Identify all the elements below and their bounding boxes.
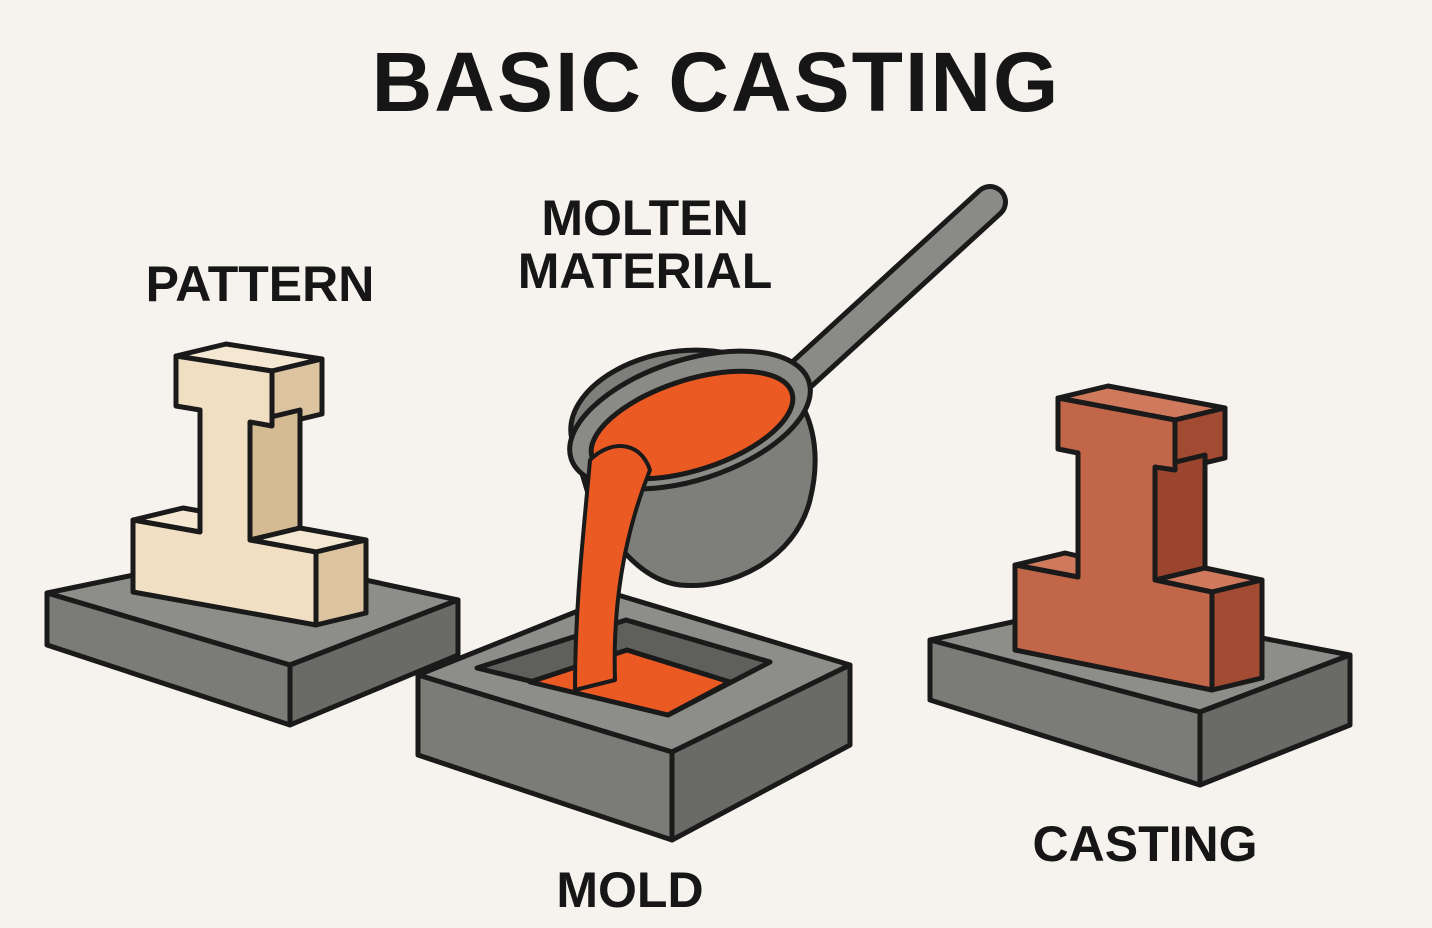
- mold: [415, 592, 853, 843]
- mold-label: MOLD: [556, 862, 704, 918]
- pattern-label: PATTERN: [145, 256, 375, 312]
- molten-label-line1: MOLTEN: [541, 190, 749, 246]
- pattern-shape: [130, 341, 369, 628]
- molten-stream: [573, 444, 652, 692]
- casting-label: CASTING: [1032, 816, 1258, 872]
- casting-shape: [1012, 383, 1265, 693]
- molten-material-label: MOLTEN MATERIAL: [490, 192, 800, 297]
- molten-label-line2: MATERIAL: [517, 242, 773, 299]
- page-title: BASIC CASTING: [371, 35, 1061, 129]
